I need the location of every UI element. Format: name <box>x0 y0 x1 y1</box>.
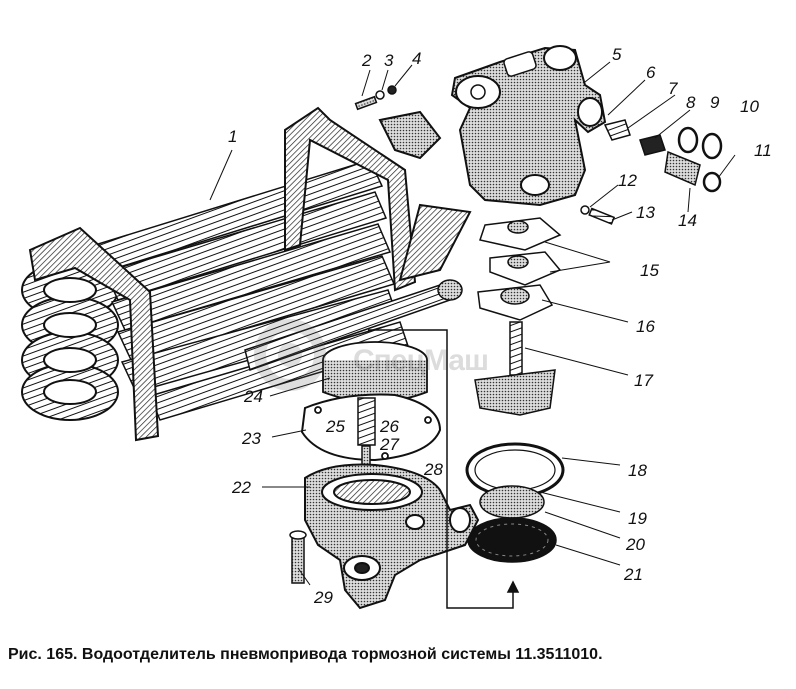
callout-15: 15 <box>640 261 659 280</box>
bolt-pin <box>289 530 307 584</box>
callout-22: 22 <box>232 478 251 497</box>
callout-21: 21 <box>624 565 643 584</box>
callout-16: 16 <box>636 317 655 336</box>
callout-29: 29 <box>314 588 333 607</box>
callout-26: 26 <box>380 417 399 436</box>
leader-lines <box>209 61 736 586</box>
callout-7: 7 <box>668 79 678 98</box>
callout-28: 28 <box>424 460 443 479</box>
lower-housing <box>304 463 480 610</box>
callout-11: 11 <box>754 141 772 160</box>
callout-14: 14 <box>678 211 697 230</box>
callout-13: 13 <box>636 203 655 222</box>
callout-25: 25 <box>326 417 345 436</box>
callout-17: 17 <box>634 371 653 390</box>
watermark-text: СпецМаш <box>353 344 489 377</box>
valve-discs <box>477 217 562 321</box>
callout-27: 27 <box>380 435 399 454</box>
callout-5: 5 <box>612 45 622 64</box>
callout-18: 18 <box>628 461 647 480</box>
cooling-coil-assembly <box>21 106 472 442</box>
plug-and-seals <box>603 119 723 193</box>
callout-24: 24 <box>244 387 263 406</box>
assembly-arrow <box>368 329 520 609</box>
valve-housing <box>450 45 607 207</box>
valve-stem-spring <box>474 321 556 416</box>
callout-1: 1 <box>228 127 238 146</box>
figure-caption: Рис. 165. Водоотделитель пневмопривода т… <box>8 646 603 663</box>
callout-10: 10 <box>740 97 759 116</box>
screw-and-washer <box>580 205 616 225</box>
callout-23: 23 <box>242 429 261 448</box>
filter-stack <box>465 442 565 563</box>
bolt-washer-nut <box>354 85 397 111</box>
callout-19: 19 <box>628 509 647 528</box>
watermark: СпецМаш <box>235 300 515 400</box>
callout-20: 20 <box>626 535 645 554</box>
callout-2: 2 <box>362 51 372 70</box>
callout-9: 9 <box>710 93 720 112</box>
callout-6: 6 <box>646 63 656 82</box>
callout-8: 8 <box>686 93 696 112</box>
callout-4: 4 <box>412 49 422 68</box>
gear-logo-icon <box>254 319 326 391</box>
callout-12: 12 <box>618 171 637 190</box>
callout-3: 3 <box>384 51 394 70</box>
